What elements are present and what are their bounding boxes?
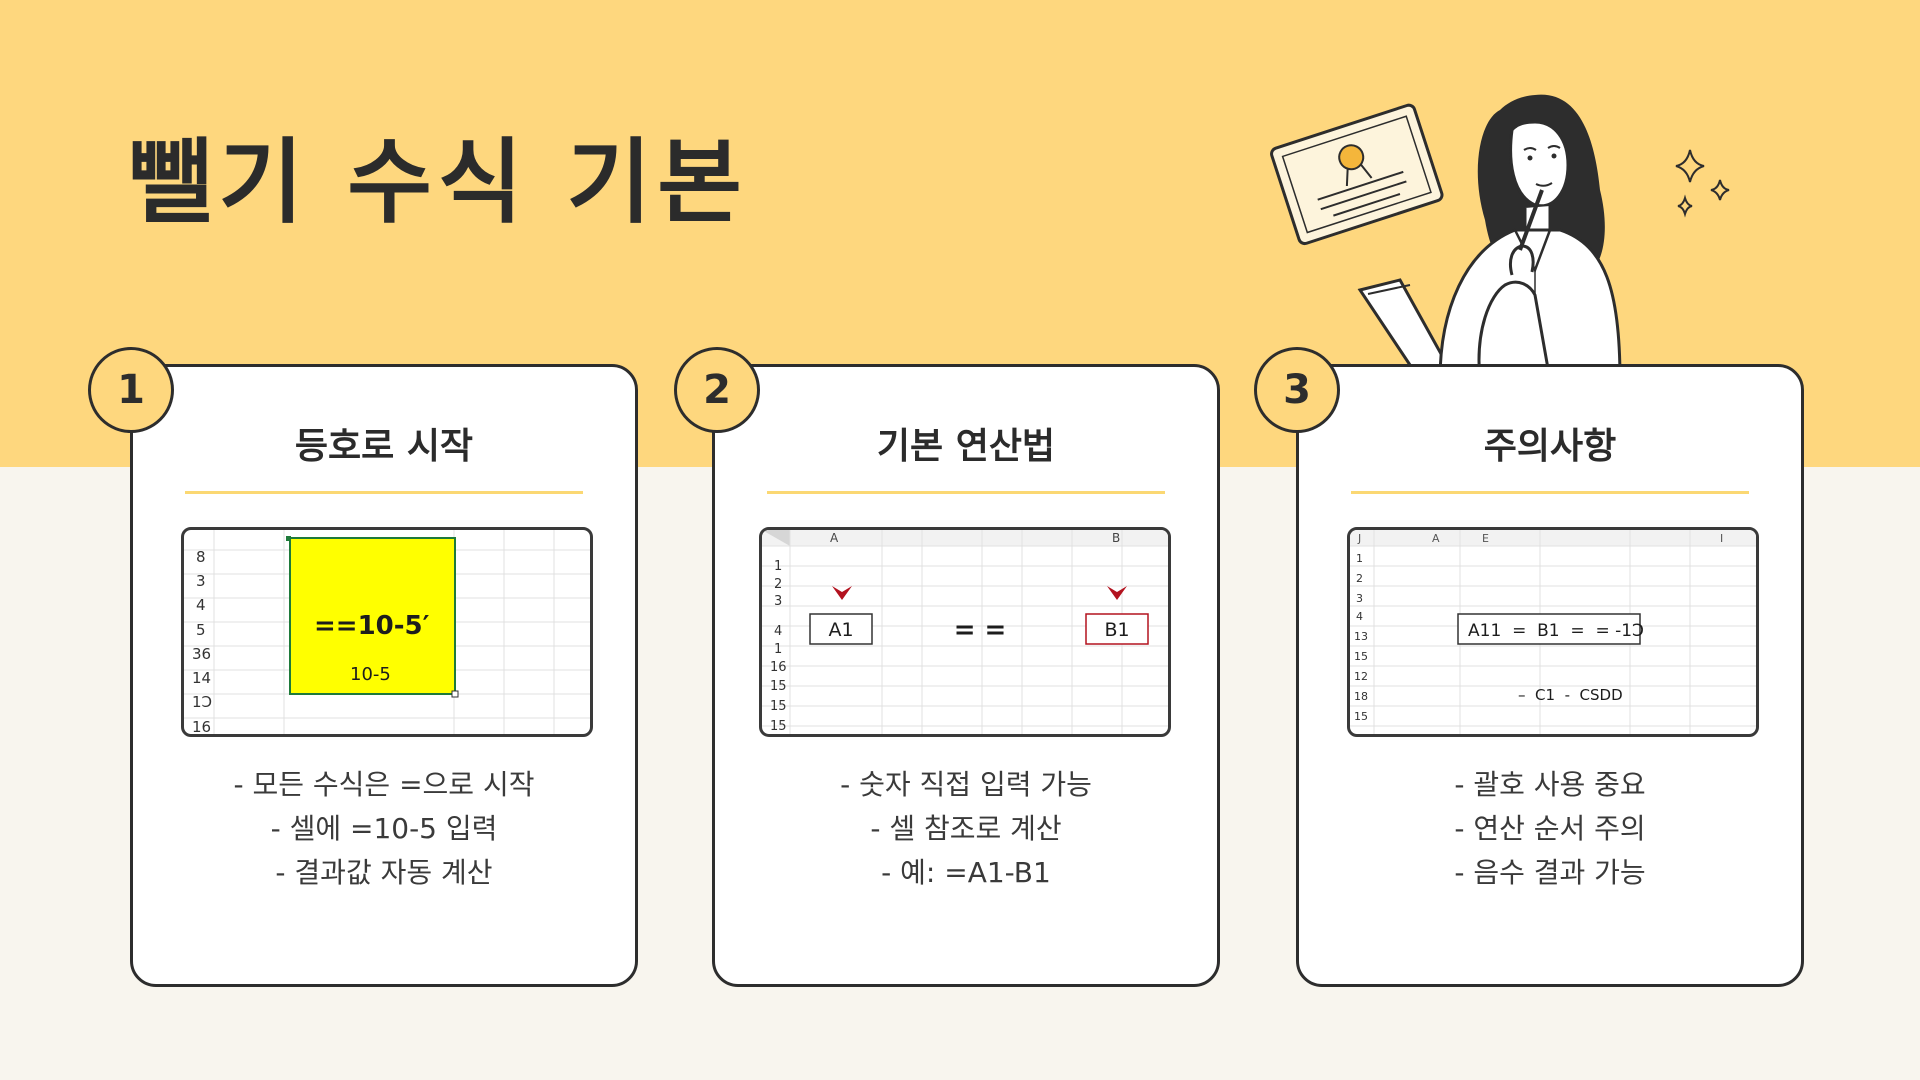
step-badge: 1 <box>88 347 174 433</box>
step-badge: 2 <box>674 347 760 433</box>
cell-b1 <box>1085 613 1149 645</box>
card-heading: 주의사항 <box>1483 426 1617 467</box>
cell-a1-label: A1 <box>828 619 853 641</box>
bullet-item: - 숫자 직접 입력 가능 <box>840 768 1092 801</box>
row-label: 1 <box>774 642 782 657</box>
row-label: 15 <box>1354 650 1368 663</box>
row-label: 5 <box>196 621 206 639</box>
card-basic-operations: 기본 연산법 A B 1 2 3 4 1 16 15 15 15 <box>712 364 1220 987</box>
bullet-list: - 숫자 직접 입력 가능 - 셀 참조로 계산 - 예: =A1-B1 <box>715 763 1217 895</box>
row-label: 1 <box>774 559 782 574</box>
formula-box <box>1457 613 1641 645</box>
spreadsheet-preview: 8 3 4 5 36 14 1Ɔ 16 ==10-5′ 10-5 <box>181 527 593 737</box>
row-label: 1Ɔ <box>192 693 212 711</box>
bullet-item: - 모든 수식은 =으로 시작 <box>233 768 535 801</box>
highlighted-cell <box>289 537 456 695</box>
bullet-item: - 연산 순서 주의 <box>1454 812 1646 845</box>
column-header: A <box>1432 532 1440 545</box>
bullet-item: - 셀 참조로 계산 <box>870 812 1062 845</box>
row-label: 4 <box>1356 610 1363 623</box>
card-cautions: 주의사항 J A E I 1 2 3 4 13 15 12 18 <box>1296 364 1804 987</box>
row-label: 1 <box>1356 552 1363 565</box>
bullet-list: - 괄호 사용 중요 - 연산 순서 주의 - 음수 결과 가능 <box>1299 763 1801 895</box>
row-label: 18 <box>1354 690 1368 703</box>
row-label: 4 <box>774 624 782 639</box>
row-label: 15 <box>770 719 787 734</box>
note-text: – C1 - CSDD <box>1518 686 1623 704</box>
row-label: 13 <box>1354 630 1368 643</box>
bullet-item: - 결과값 자동 계산 <box>275 856 493 889</box>
result-text: 10-5 <box>350 664 391 685</box>
row-label: 16 <box>192 718 211 734</box>
card-heading: 등호로 시작 <box>294 426 474 467</box>
arrow-down-icon <box>1107 586 1127 600</box>
page-title: 뺄기 수식 기본 <box>128 129 748 236</box>
woman-with-certificate-illustration <box>1270 94 1730 380</box>
bullet-item: - 예: =A1-B1 <box>881 856 1051 889</box>
column-header: I <box>1720 532 1723 545</box>
row-label: 36 <box>192 645 211 663</box>
arrow-down-icon <box>832 586 852 600</box>
bullet-item: - 셀에 =10-5 입력 <box>270 812 498 845</box>
row-label: 3 <box>774 594 782 609</box>
row-label: 16 <box>770 660 787 675</box>
divider <box>1351 491 1749 494</box>
step-badge: 3 <box>1254 347 1340 433</box>
row-label: 8 <box>196 548 206 566</box>
divider <box>185 491 583 494</box>
spreadsheet-preview: A B 1 2 3 4 1 16 15 15 15 A1 B1 = = <box>759 527 1171 737</box>
row-label: 15 <box>770 699 787 714</box>
row-label: 12 <box>1354 670 1368 683</box>
card-equals-start: 등호로 시작 8 3 4 5 36 14 1Ɔ 16 ==10-5′ 10-5 <box>130 364 638 987</box>
column-header: B <box>1112 531 1120 545</box>
corner-header: J <box>1357 532 1361 545</box>
spreadsheet-preview: J A E I 1 2 3 4 13 15 12 18 15 A11 = B1 … <box>1347 527 1759 737</box>
bullet-item: - 음수 결과 가능 <box>1454 856 1646 889</box>
row-label: 14 <box>192 669 211 687</box>
cell-b1-label: B1 <box>1104 619 1129 641</box>
formula-text: A11 = B1 = = -1Ɔ <box>1468 621 1644 641</box>
divider <box>767 491 1165 494</box>
row-label: 3 <box>1356 592 1363 605</box>
row-label: 2 <box>1356 572 1363 585</box>
bullet-list: - 모든 수식은 =으로 시작 - 셀에 =10-5 입력 - 결과값 자동 계… <box>133 763 635 895</box>
row-label: 4 <box>196 596 206 614</box>
certificate-icon <box>1270 103 1444 246</box>
row-label: 15 <box>770 679 787 694</box>
card-heading: 기본 연산법 <box>876 426 1056 467</box>
row-label: 3 <box>196 572 206 590</box>
formula-text: ==10-5′ <box>314 611 430 641</box>
bullet-item: - 괄호 사용 중요 <box>1454 768 1646 801</box>
row-label: 15 <box>1354 710 1368 723</box>
cell-a1 <box>809 613 873 645</box>
column-header: A <box>830 531 839 545</box>
sparkle-icon <box>1675 149 1730 218</box>
row-label: 2 <box>774 577 782 592</box>
column-header: E <box>1482 532 1489 545</box>
operator-text: = = <box>954 615 1007 645</box>
